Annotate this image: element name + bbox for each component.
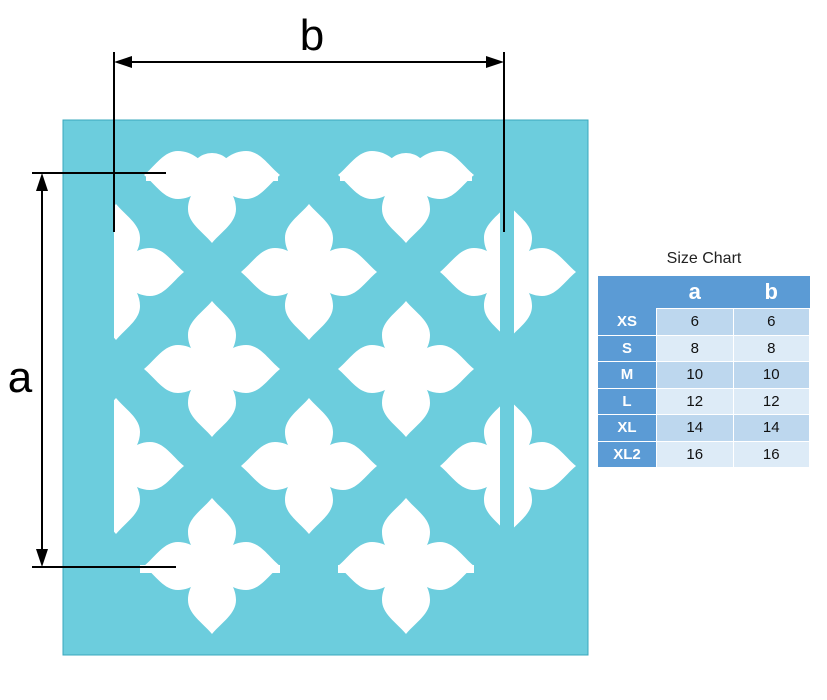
dimension-label-a: a — [8, 353, 33, 402]
bottom-bar-cutout — [140, 565, 280, 573]
value-b-cell: 6 — [732, 308, 810, 336]
top-bar-cutout — [340, 173, 472, 181]
value-a-cell: 14 — [656, 414, 734, 442]
size-chart: Size Chart a b XS 6 6 S 8 8 M 10 10 — [598, 250, 810, 468]
size-cell: XL — [598, 414, 657, 442]
header-size — [598, 276, 657, 309]
size-table: a b XS 6 6 S 8 8 M 10 10 L 12 — [598, 276, 810, 468]
flower-pattern — [48, 151, 576, 634]
arrowhead-bottom — [36, 549, 48, 567]
value-b-cell: 10 — [732, 361, 810, 389]
table-row: XL 14 14 — [598, 414, 810, 442]
size-cell: S — [598, 335, 657, 362]
table-row: L 12 12 — [598, 387, 810, 415]
dimension-b — [113, 52, 505, 232]
arrowhead-right — [486, 56, 504, 68]
table-row: S 8 8 — [598, 334, 810, 362]
table-row: XL2 16 16 — [598, 440, 810, 468]
value-a-cell: 10 — [656, 361, 734, 389]
dimension-a — [32, 172, 176, 568]
header-a: a — [656, 276, 733, 309]
stencil-panel — [62, 119, 589, 656]
table-header-row: a b — [598, 276, 810, 309]
value-a-cell: 6 — [656, 308, 734, 336]
size-chart-title: Size Chart — [666, 250, 742, 267]
arrowhead-top — [36, 173, 48, 191]
value-a-cell: 12 — [656, 387, 734, 415]
value-a-cell: 16 — [656, 440, 734, 468]
size-cell: XL2 — [598, 441, 657, 468]
bottom-bar-cutout — [338, 565, 474, 573]
size-cell: L — [598, 388, 657, 415]
header-b: b — [733, 276, 810, 309]
value-b-cell: 14 — [732, 414, 810, 442]
arrowhead-left — [114, 56, 132, 68]
value-a-cell: 8 — [656, 334, 734, 362]
table-row: XS 6 6 — [598, 308, 810, 336]
value-b-cell: 16 — [732, 440, 810, 468]
dimension-label-b: b — [300, 11, 324, 60]
top-bar-cutout — [146, 173, 278, 181]
value-b-cell: 8 — [732, 334, 810, 362]
size-cell: XS — [598, 308, 657, 336]
table-row: M 10 10 — [598, 361, 810, 389]
value-b-cell: 12 — [732, 387, 810, 415]
size-cell: M — [598, 361, 657, 389]
